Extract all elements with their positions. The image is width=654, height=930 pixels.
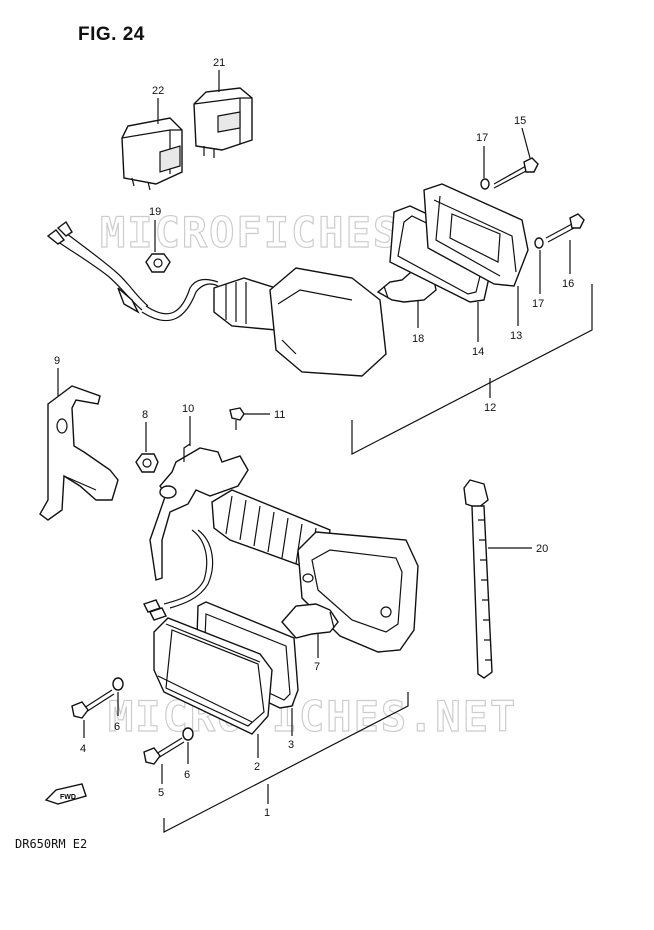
watermark-bottom: MICROFICHES.NET: [107, 691, 518, 741]
figure-title: FIG. 24: [78, 24, 145, 45]
part-2-lens: [153, 617, 273, 735]
callout-16: 16: [562, 278, 574, 290]
callout-1: 1: [264, 807, 270, 819]
part-11-screw: [229, 407, 245, 430]
callout-5: 5: [158, 787, 164, 799]
part-13-lens: [423, 183, 529, 287]
callout-21: 21: [213, 57, 225, 69]
part-22-relay: [121, 117, 183, 191]
part-4-screw: [71, 689, 115, 719]
part-6-washer-upper: [112, 677, 124, 691]
part-16-screw: [545, 213, 585, 243]
upper-turn-signal-assembly: [46, 220, 387, 377]
callout-12: 12: [484, 402, 496, 414]
bracket-1: [163, 692, 409, 833]
callout-6-upper: 6: [114, 721, 120, 733]
part-17-washer-lower: [534, 237, 544, 249]
leader-15: [521, 127, 531, 159]
callout-10: 10: [182, 403, 194, 415]
callout-20: 20: [536, 543, 548, 555]
callout-9: 9: [54, 355, 60, 367]
part-8-nut: [135, 453, 159, 473]
callout-11: 11: [274, 409, 285, 421]
part-20-cable-tie: [463, 479, 493, 679]
part-5-screw: [143, 737, 185, 765]
callout-14: 14: [472, 346, 484, 358]
callout-19: 19: [149, 206, 161, 218]
callout-17-lower: 17: [532, 298, 544, 310]
callout-7: 7: [314, 661, 320, 673]
callout-4: 4: [80, 743, 86, 755]
bracket-12: [351, 284, 593, 455]
callout-3: 3: [288, 739, 294, 751]
callout-22: 22: [152, 85, 164, 97]
callout-13: 13: [510, 330, 522, 342]
part-9-bracket: [39, 385, 119, 521]
part-19-nut: [145, 253, 171, 273]
callout-15: 15: [514, 115, 526, 127]
callout-numbers: 21 22 19 17 15 16 17 13 18 14 12 9 8 10 …: [54, 57, 574, 819]
fwd-arrow-icon: FWD: [44, 783, 87, 805]
part-10-mount-bracket: [149, 443, 249, 581]
part-21-flasher: [193, 87, 253, 158]
callout-18: 18: [412, 333, 424, 345]
fwd-label: FWD: [60, 794, 76, 801]
part-17-washer-upper: [480, 178, 490, 190]
callout-8: 8: [142, 409, 148, 421]
model-code: DR650RM E2: [15, 837, 88, 851]
callout-17-upper: 17: [476, 132, 488, 144]
callout-6-lower: 6: [184, 769, 190, 781]
part-7-bulb: [281, 603, 339, 639]
callout-2: 2: [254, 761, 260, 773]
part-6-washer-lower: [182, 727, 194, 741]
part-15-screw: [493, 157, 539, 189]
